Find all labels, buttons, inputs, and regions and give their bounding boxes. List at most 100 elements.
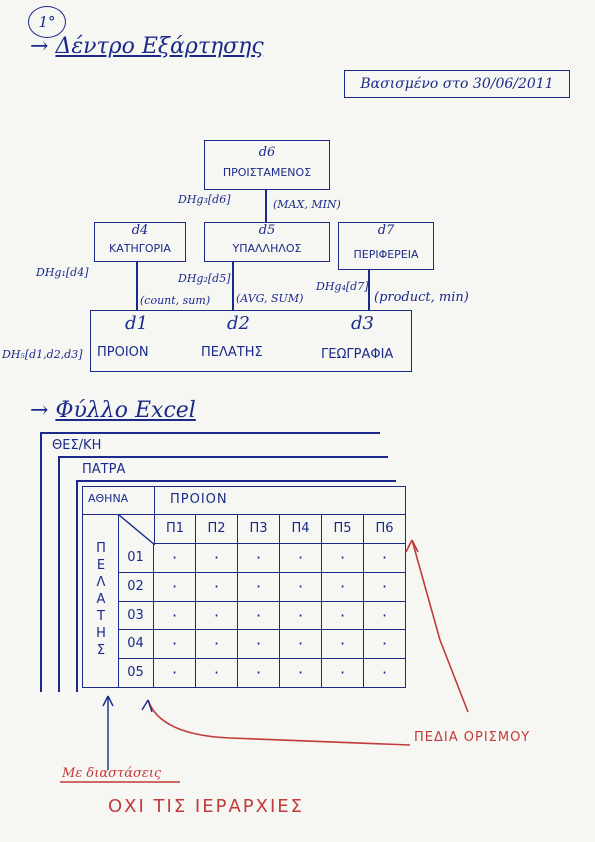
table-cell: · <box>280 601 322 631</box>
sheet-line-top <box>40 432 380 434</box>
node-d6: d6 ΠΡΟΙΣΤΑΜΕΝΟΣ <box>204 140 330 190</box>
table-cell: · <box>154 544 196 573</box>
d6-functions: (MAX, MIN) <box>273 198 341 211</box>
row-axis-letter: Α <box>96 592 106 607</box>
node-d4-name: ΚΑΤΗΓΟΡΙΑ <box>109 242 171 255</box>
node-d7: d7 ΠΕΡΙΦΕΡΕΙΑ <box>338 222 434 270</box>
node-d1-code: d1 <box>125 313 148 334</box>
table-cell: · <box>196 544 238 573</box>
row-axis-letter: Τ <box>97 609 105 624</box>
domains-arrowhead-icon <box>405 539 419 553</box>
node-d2-name: ΠΕΛΑΤΗΣ <box>201 345 263 360</box>
node-d2-code: d2 <box>227 313 250 334</box>
row-axis-letter: Η <box>96 626 106 641</box>
node-d4-code: d4 <box>131 223 149 238</box>
row-axis-letter: Π <box>96 541 106 556</box>
sheet2-line-left <box>58 456 60 692</box>
column-header: Π1 <box>154 514 196 544</box>
sheet-athina: ΑΘΗΝΑ <box>88 492 129 505</box>
row-axis-letter: Σ <box>96 643 106 658</box>
d7-functions: (product, min) <box>374 290 469 305</box>
table-cell: · <box>322 601 364 631</box>
row-header: 01 <box>118 544 154 573</box>
table-cell: · <box>196 572 238 602</box>
node-d6-code: d6 <box>258 145 276 160</box>
sheet-patra: ΠΑΤΡΑ <box>82 462 126 477</box>
table-cell: · <box>238 601 280 631</box>
row-axis-letter: Ε <box>96 558 106 573</box>
sheet3-line-top <box>76 480 396 482</box>
table-cell: · <box>280 544 322 573</box>
node-d6-name: ΠΡΟΙΣΤΑΜΕΝΟΣ <box>222 166 312 179</box>
column-header: Π2 <box>196 514 238 544</box>
table-cell: · <box>322 544 364 573</box>
date-note-text: Βασισμένο στο 30/06/2011 <box>360 76 554 92</box>
row-header: 02 <box>118 572 154 602</box>
domains-arrow-line <box>411 539 469 713</box>
column-header: Π4 <box>280 514 322 544</box>
table-cell: · <box>364 572 406 602</box>
page-number-text: 1° <box>38 13 56 31</box>
table-cell: · <box>196 630 238 660</box>
table-cell: · <box>154 630 196 660</box>
d7-connector <box>368 270 370 310</box>
d4-functions: (count, sum) <box>140 294 211 307</box>
page-number: 1° <box>28 6 66 38</box>
sheet-thessaloniki: ΘΕΣ/ΚΗ <box>52 438 102 453</box>
column-header: Π3 <box>238 514 280 544</box>
node-base: d1 d2 d3 ΠΡΟΙΟΝ ΠΕΛΑΤΗΣ ΓΕΩΓΡΑΦΙΑ <box>90 310 412 372</box>
base-hierarchy: DH₅[d1,d2,d3] <box>2 348 83 361</box>
node-d7-name: ΠΕΡΙΦΕΡΕΙΑ <box>353 248 419 261</box>
table-cell: · <box>322 572 364 602</box>
node-d7-code: d7 <box>377 223 395 238</box>
node-d3-name: ΓΕΩΓΡΑΦΙΑ <box>321 347 394 362</box>
table-cell: · <box>154 659 196 688</box>
d5-connector <box>232 262 234 310</box>
section1-title: Δέντρο Εξάρτησης <box>55 34 264 59</box>
table-cell: · <box>364 630 406 660</box>
domains-annotation: ΠΕΔΙΑ ΟΡΙΣΜΟΥ <box>414 730 531 745</box>
table-cell: · <box>238 659 280 688</box>
node-d5: d5 ΥΠΑΛΛΗΛΟΣ <box>204 222 330 262</box>
node-d4: d4 ΚΑΤΗΓΟΡΙΑ <box>94 222 186 262</box>
arrow-right-icon: → <box>30 398 49 423</box>
table-cell: · <box>238 630 280 660</box>
section1-heading: → Δέντρο Εξάρτησης <box>30 34 264 59</box>
table-cell: · <box>196 659 238 688</box>
dimensions-arrowhead-icon <box>102 695 114 707</box>
sheet2-line-top <box>58 456 388 458</box>
column-header: Π5 <box>322 514 364 544</box>
node-d3-code: d3 <box>351 313 374 334</box>
node-d5-code: d5 <box>258 223 276 238</box>
sheet-line-left <box>40 432 42 692</box>
d5-hierarchy: DHg₂[d5] <box>178 272 231 285</box>
node-d5-name: ΥΠΑΛΛΗΛΟΣ <box>232 242 302 255</box>
d5-functions: (AVG, SUM) <box>236 292 304 305</box>
table-cell: · <box>280 659 322 688</box>
no-hierarchies-annotation: ΟΧΙ ΤΙΣ ΙΕΡΑΡΧΙΕΣ <box>108 796 305 817</box>
row-axis-letter: Λ <box>96 575 106 590</box>
header-bottom-line <box>82 514 406 516</box>
table-cell: · <box>238 572 280 602</box>
domains-curve <box>147 699 411 746</box>
d4-hierarchy: DHg₁[d4] <box>36 266 89 279</box>
column-header: Π6 <box>364 514 406 544</box>
product-header: ΠΡΟΙΟΝ <box>170 492 228 507</box>
dimensions-annotation: Με διαστάσεις <box>62 766 162 781</box>
table-cell: · <box>322 659 364 688</box>
node-d1-name: ΠΡΟΙΟΝ <box>97 345 149 360</box>
date-note: Βασισμένο στο 30/06/2011 <box>344 70 570 98</box>
athina-divider <box>154 486 156 514</box>
sheet3-line-left <box>76 480 78 692</box>
cells-arrowhead-icon <box>141 699 153 713</box>
row-header: 05 <box>118 659 154 688</box>
table-cell: · <box>322 630 364 660</box>
row-header: 04 <box>118 630 154 660</box>
corner-diagonal <box>119 515 155 545</box>
table-cell: · <box>280 630 322 660</box>
table-cell: · <box>364 544 406 573</box>
table-cell: · <box>364 659 406 688</box>
d6-hierarchy: DHg₃[d6] <box>178 193 231 206</box>
section2-title: Φύλλο Excel <box>55 398 196 423</box>
row-header: 03 <box>118 601 154 631</box>
